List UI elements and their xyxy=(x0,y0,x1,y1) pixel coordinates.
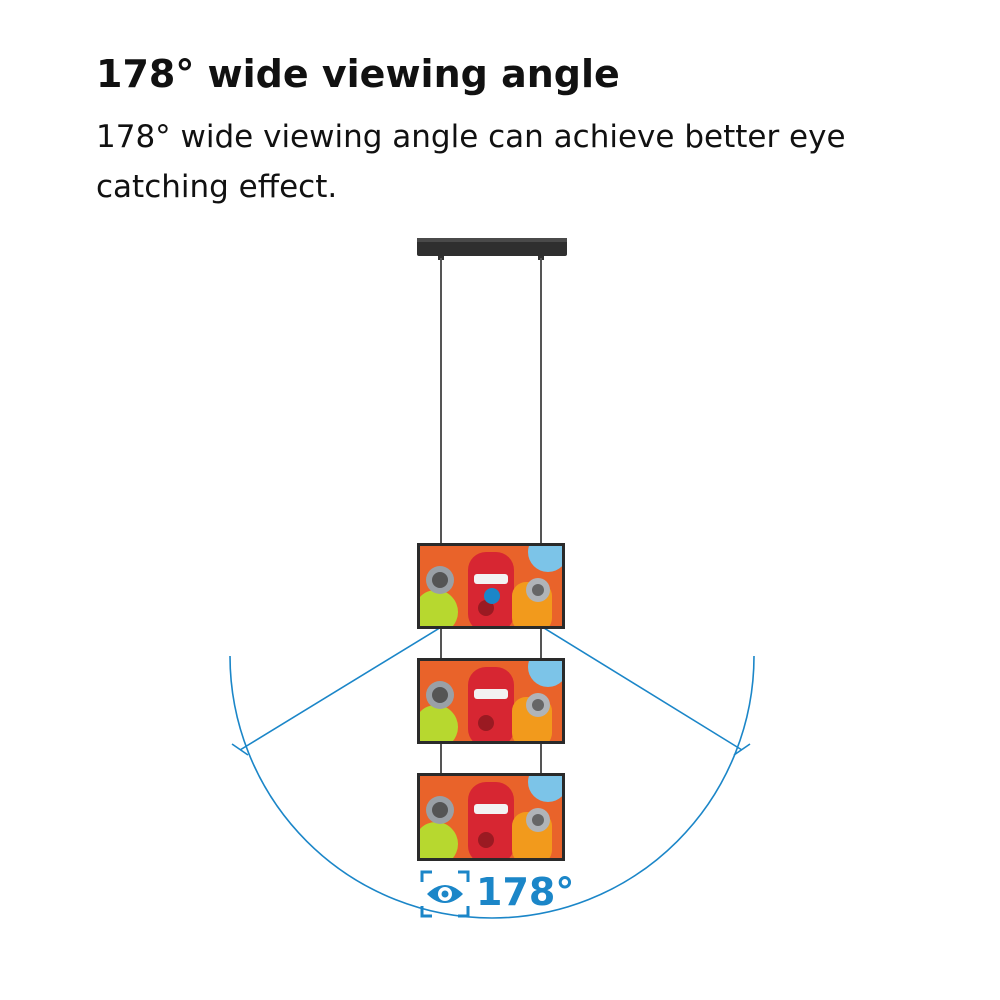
display-panel-middle xyxy=(417,658,565,744)
feature-description: 178° wide viewing angle can achieve bett… xyxy=(96,119,846,205)
suspension-cables xyxy=(440,258,542,773)
ceiling-mount xyxy=(417,238,567,260)
eye-icon xyxy=(420,870,470,918)
display-panel-bottom xyxy=(417,773,565,861)
page-title: 178° wide viewing angle xyxy=(96,52,620,96)
viewing-angle-value: 178° xyxy=(476,870,575,914)
display-panel-top xyxy=(417,543,565,629)
